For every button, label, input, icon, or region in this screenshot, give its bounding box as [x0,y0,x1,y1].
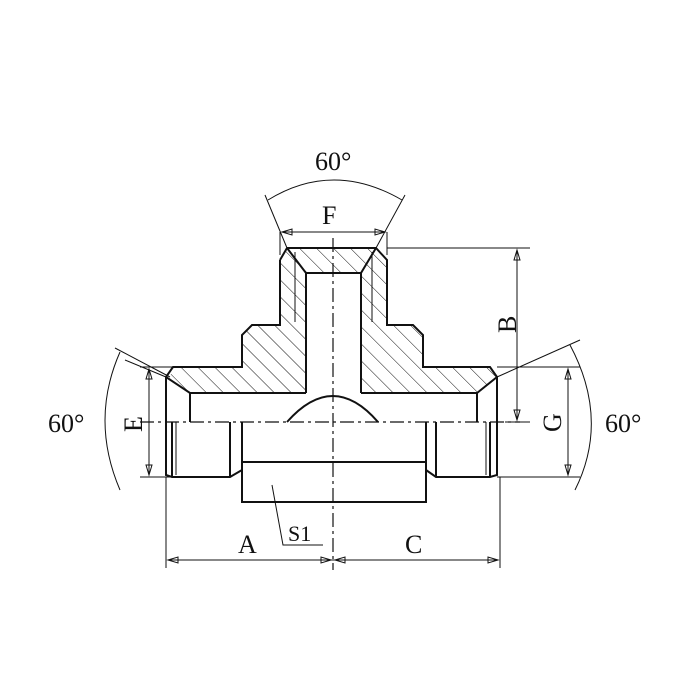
dimension-b-label: B [493,316,522,333]
dimension-e-label: E [119,416,148,432]
dimension-f-label: F [322,201,336,230]
angle-top-label: 60° [315,147,351,176]
dimension-a-label: A [238,530,257,559]
dimension-g-label: G [538,413,567,432]
dimension-s1-label: S1 [288,521,311,546]
dimension-c-label: C [405,530,422,559]
dimension-lines [104,179,592,568]
angle-left-label: 60° [48,409,84,438]
hatched-section [170,248,497,393]
angle-right-label: 60° [605,409,641,438]
centerlines [140,238,520,570]
